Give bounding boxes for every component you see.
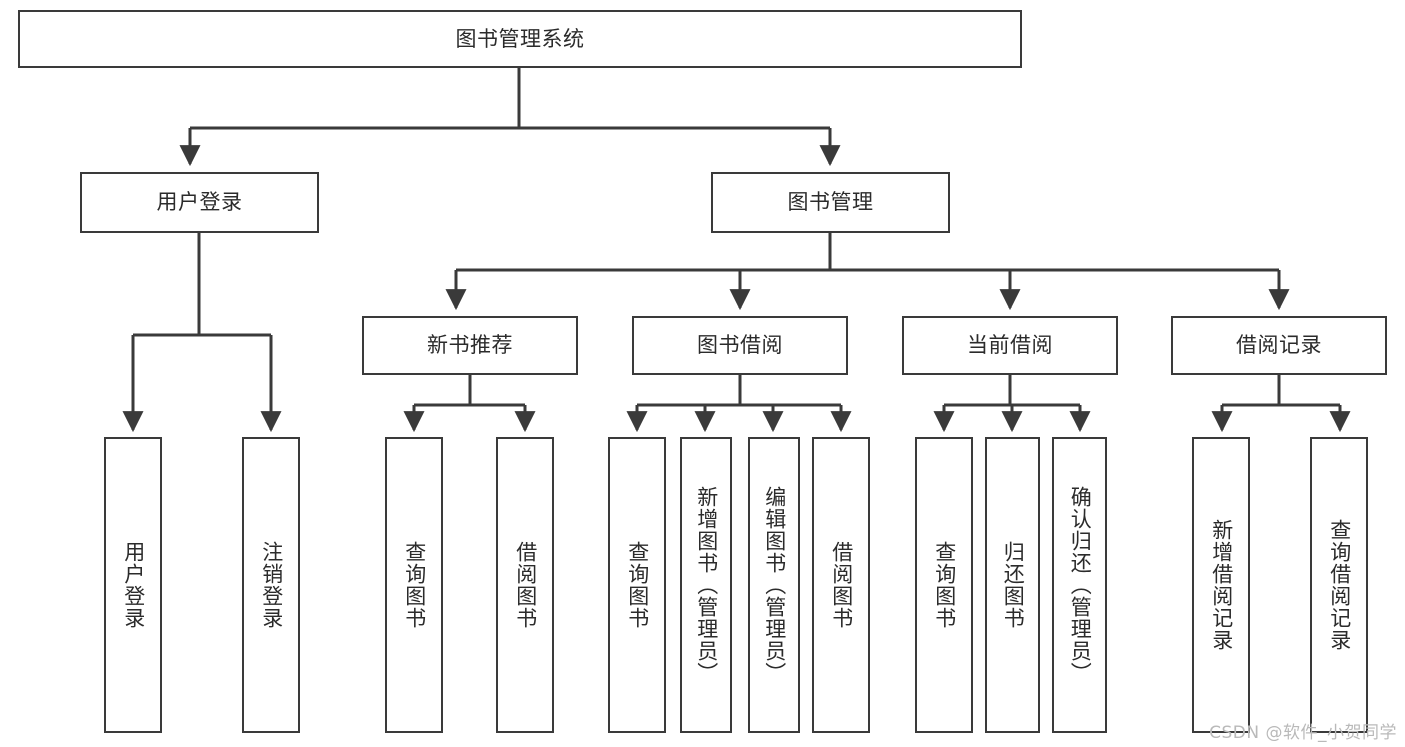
leaf-query-book-2[interactable]: 查询图书 <box>608 437 666 733</box>
leaf-query-book-3-label: 查询图书 <box>932 541 957 629</box>
node-new-book-rec[interactable]: 新书推荐 <box>362 316 578 375</box>
leaf-user-login[interactable]: 用户登录 <box>104 437 162 733</box>
leaf-query-record[interactable]: 查询借阅记录 <box>1310 437 1368 733</box>
leaf-edit-book-label: 编辑图书（管理员） <box>762 486 787 684</box>
leaf-user-logout[interactable]: 注销登录 <box>242 437 300 733</box>
leaf-add-book[interactable]: 新增图书（管理员） <box>680 437 732 733</box>
node-current-borrow[interactable]: 当前借阅 <box>902 316 1118 375</box>
leaf-query-book-2-label: 查询图书 <box>625 541 650 629</box>
leaf-return-book[interactable]: 归还图书 <box>985 437 1040 733</box>
node-root-label: 图书管理系统 <box>455 26 585 51</box>
leaf-add-record-label: 新增借阅记录 <box>1209 519 1234 651</box>
node-user-login-label: 用户登录 <box>156 190 243 215</box>
node-book-borrow[interactable]: 图书借阅 <box>632 316 848 375</box>
leaf-edit-book[interactable]: 编辑图书（管理员） <box>748 437 800 733</box>
leaf-user-login-label: 用户登录 <box>121 541 146 629</box>
leaf-return-book-label: 归还图书 <box>1001 541 1026 629</box>
leaf-query-book-1-label: 查询图书 <box>402 541 427 629</box>
leaf-borrow-book-2[interactable]: 借阅图书 <box>812 437 870 733</box>
leaf-user-logout-label: 注销登录 <box>259 541 284 629</box>
leaf-borrow-book-1[interactable]: 借阅图书 <box>496 437 554 733</box>
node-book-manage[interactable]: 图书管理 <box>711 172 950 233</box>
node-borrow-record-label: 借阅记录 <box>1236 333 1322 358</box>
leaf-borrow-book-1-label: 借阅图书 <box>513 541 538 629</box>
leaf-confirm-return[interactable]: 确认归还（管理员） <box>1052 437 1107 733</box>
node-book-manage-label: 图书管理 <box>787 190 874 215</box>
node-new-book-rec-label: 新书推荐 <box>427 333 513 358</box>
leaf-add-book-label: 新增图书（管理员） <box>694 486 719 684</box>
leaf-query-book-1[interactable]: 查询图书 <box>385 437 443 733</box>
node-book-borrow-label: 图书借阅 <box>697 333 783 358</box>
node-borrow-record[interactable]: 借阅记录 <box>1171 316 1387 375</box>
leaf-query-record-label: 查询借阅记录 <box>1327 519 1352 651</box>
node-root[interactable]: 图书管理系统 <box>18 10 1022 68</box>
node-user-login[interactable]: 用户登录 <box>80 172 319 233</box>
leaf-borrow-book-2-label: 借阅图书 <box>829 541 854 629</box>
leaf-add-record[interactable]: 新增借阅记录 <box>1192 437 1250 733</box>
csdn-watermark: CSDN @软件_小贺同学 <box>1209 723 1397 743</box>
node-current-borrow-label: 当前借阅 <box>967 333 1053 358</box>
leaf-confirm-return-label: 确认归还（管理员） <box>1068 486 1093 684</box>
leaf-query-book-3[interactable]: 查询图书 <box>915 437 973 733</box>
